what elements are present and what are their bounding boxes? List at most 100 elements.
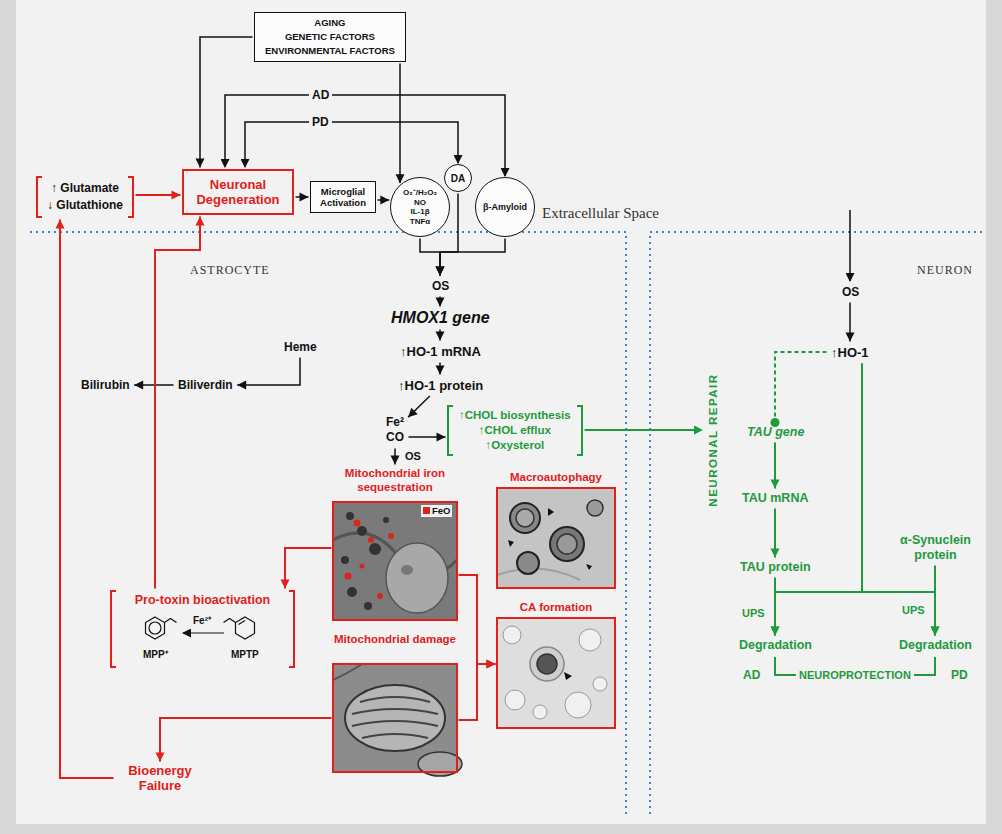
repair-arrow-line — [585, 429, 701, 431]
illustration-part — [565, 692, 591, 718]
arrow-head — [846, 333, 855, 342]
illustration-part — [503, 626, 521, 644]
node-text: Fe² — [386, 415, 404, 430]
disease-label: AD — [743, 668, 760, 682]
connector — [771, 352, 827, 427]
bracket-mark — [577, 405, 583, 456]
bracket-mark — [110, 590, 116, 668]
illustration-part — [497, 488, 615, 588]
illustration-part — [333, 502, 457, 620]
connector-line — [459, 664, 496, 720]
node-text: TAU mRNA — [742, 491, 808, 506]
disease-lines — [225, 95, 850, 281]
illustration-part — [369, 543, 381, 555]
illustration-part — [224, 619, 236, 623]
bracket-mark — [36, 176, 42, 218]
text-node: TAU protein — [737, 559, 814, 576]
illustration-part — [530, 647, 564, 681]
connector — [420, 239, 445, 276]
connector-line — [200, 37, 253, 168]
node-text: NO — [414, 198, 426, 208]
node-text: OS — [842, 285, 859, 299]
micrograph-panel: Mitochondrial damage — [333, 632, 457, 772]
gene-node: TAU gene — [744, 424, 807, 441]
arrow-head — [436, 298, 445, 307]
text-node: Degradation — [896, 637, 975, 654]
illustration-part — [146, 617, 165, 639]
illustration-part — [165, 619, 177, 623]
illustration-part — [333, 664, 362, 680]
node-text: HMOX1 gene — [391, 309, 490, 327]
text-node: OS — [839, 283, 862, 301]
connector — [196, 37, 253, 168]
edge-label: UPS — [900, 604, 927, 616]
connector — [56, 220, 114, 779]
illustration-part — [368, 537, 374, 543]
node-text: TNFα — [410, 217, 430, 227]
bracket-box: Pro-toxin bioactivationMPP⁺Fe²⁺MPTP — [110, 590, 295, 668]
arrow-head — [380, 196, 389, 205]
node-text: ↑CHOL efflux — [459, 423, 571, 438]
connector — [378, 196, 390, 205]
connector — [459, 660, 496, 721]
bracket-mark — [447, 405, 453, 456]
connector — [771, 509, 780, 558]
illustration-part — [497, 618, 615, 728]
illustration-part — [345, 685, 445, 751]
illustration-part — [183, 632, 224, 633]
arrow-head — [436, 267, 445, 276]
disease-line — [225, 95, 320, 167]
arrow-head — [487, 660, 496, 669]
node-text: Degradation — [739, 638, 812, 653]
illustration-part — [383, 517, 389, 523]
text-node: ↑HO-1 — [828, 343, 872, 362]
connector — [409, 433, 446, 442]
node-text: IL-1β — [410, 207, 429, 217]
arrow-head — [408, 408, 418, 418]
connector — [156, 718, 332, 762]
node-text: β-Amyloid — [483, 202, 527, 212]
repair-arrow — [585, 426, 703, 435]
arrow-head — [694, 426, 703, 435]
node-text: TAU gene — [747, 425, 804, 440]
illustration-part — [557, 534, 577, 554]
connector-line — [775, 352, 827, 423]
micrograph-panel: CA formation — [497, 600, 615, 728]
illustration-part — [497, 488, 615, 588]
node-text: ↑HO-1 protein — [398, 378, 483, 393]
node-text: MPTP — [231, 649, 259, 660]
connector — [281, 548, 332, 589]
illustration-part — [401, 565, 413, 575]
node-text: Biliverdin — [178, 378, 233, 392]
circle-node: DA — [444, 164, 472, 192]
connector — [296, 193, 309, 202]
node-text: DA — [451, 173, 465, 184]
illustration-part — [497, 618, 615, 728]
connector-line — [420, 239, 440, 276]
micrograph-panel: Mitochondrial iron sequestration — [333, 466, 457, 620]
illustration-part — [352, 709, 438, 714]
connector — [391, 449, 400, 465]
node-text: TAU protein — [740, 560, 811, 575]
node-text: Macroautophagy — [497, 470, 615, 484]
text-node: Fe²CO — [383, 413, 407, 447]
node-text: O₂⁻/H₂O₂ — [403, 188, 437, 198]
text-node: Bilirubin — [78, 376, 133, 394]
node-text: Mitochondrial damage — [333, 632, 457, 646]
connector — [408, 396, 430, 417]
illustration-part — [388, 533, 394, 539]
connector — [846, 303, 855, 342]
node-text: ↑CHOL biosynthesis — [459, 408, 571, 423]
illustration-part — [586, 564, 592, 570]
node-text: GENETIC FACTORS — [265, 30, 395, 44]
connector-line — [60, 220, 114, 779]
illustration-part — [587, 500, 603, 516]
node-text: α-Synuclein protein — [891, 533, 980, 563]
arrow-head — [172, 191, 181, 200]
text-node: TAU mRNA — [739, 490, 811, 507]
connector-line — [459, 575, 496, 664]
connector — [459, 575, 496, 669]
arrow-head — [391, 456, 400, 465]
node-text: Neuronal Degeneration — [190, 177, 286, 207]
